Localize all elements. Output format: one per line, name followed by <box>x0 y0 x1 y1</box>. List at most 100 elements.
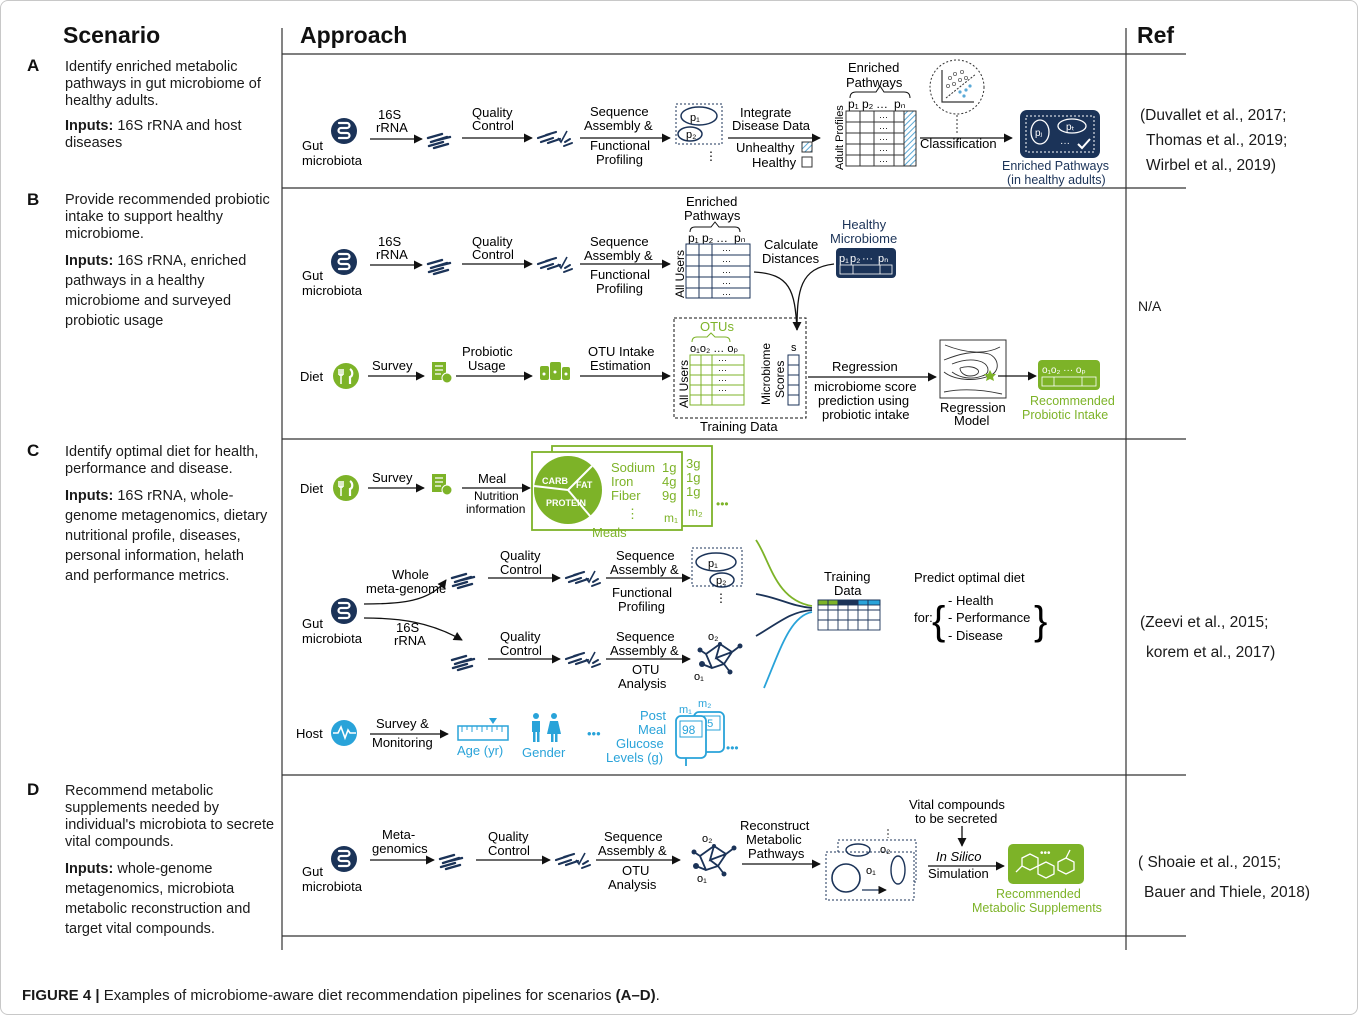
svg-text:microbiota: microbiota <box>302 631 363 646</box>
svg-text:Analysis: Analysis <box>618 676 667 691</box>
svg-text:Model: Model <box>954 413 990 428</box>
svg-text:Pathways: Pathways <box>684 208 741 223</box>
table-grid <box>281 28 1186 950</box>
svg-text:Recommended: Recommended <box>996 887 1081 901</box>
svg-text:…: … <box>876 97 888 111</box>
svg-text:microbiota: microbiota <box>302 153 363 168</box>
svg-text:1g: 1g <box>662 460 676 475</box>
row-c-pipeline: Diet Survey Meal Nutrition information C… <box>296 445 1047 766</box>
svg-text:Sequence: Sequence <box>590 234 649 249</box>
svg-text:p₁: p₁ <box>688 231 699 245</box>
svg-text:16S: 16S <box>396 620 419 635</box>
svg-text:p₂: p₂ <box>686 129 696 141</box>
svg-text:Assembly &: Assembly & <box>610 562 679 577</box>
svg-text:Gut: Gut <box>302 268 323 283</box>
svg-text:pₙ: pₙ <box>878 253 889 265</box>
svg-text:Gender: Gender <box>522 745 566 760</box>
svg-text:98: 98 <box>682 723 696 737</box>
svg-text:1g: 1g <box>686 484 700 499</box>
svg-text:microbiota: microbiota <box>302 283 363 298</box>
svg-text:p₁: p₁ <box>690 112 700 124</box>
svg-text:o₁: o₁ <box>694 671 704 683</box>
scenario-b-text: Provide recommended probiotic intake to … <box>65 192 270 242</box>
svg-text:Data: Data <box>834 583 862 598</box>
svg-text:rRNA: rRNA <box>394 633 426 648</box>
svg-text:···: ··· <box>879 156 888 166</box>
row-letter-a: A <box>27 56 40 75</box>
caption-label: FIGURE 4 | <box>22 987 100 1004</box>
header-scenario: Scenario <box>63 22 161 48</box>
svg-text:Healthy: Healthy <box>752 155 797 170</box>
svg-text:Training Data: Training Data <box>700 419 778 434</box>
svg-text:Regression: Regression <box>940 400 1006 415</box>
scenario-d: Recommend metabolic supplements needed b… <box>65 783 275 939</box>
svg-text:Adult Profiles: Adult Profiles <box>834 105 846 170</box>
row-d-pipeline: Gut microbiota Meta- genomics Quality Co… <box>302 797 1102 915</box>
svg-text:Training: Training <box>824 569 870 584</box>
svg-text:Control: Control <box>488 843 530 858</box>
svg-text:Gut: Gut <box>302 616 323 631</box>
svg-text:Glucose: Glucose <box>616 736 664 751</box>
svg-text:Predict optimal diet: Predict optimal diet <box>914 570 1025 585</box>
svg-text:to be secreted: to be secreted <box>915 811 997 826</box>
svg-text:Microbiome: Microbiome <box>759 343 773 405</box>
svg-text:•••: ••• <box>726 741 739 755</box>
svg-text:Metabolic Supplements: Metabolic Supplements <box>972 901 1102 915</box>
caption-text: Examples of microbiome-aware diet recomm… <box>99 987 616 1004</box>
svg-text:Disease Data: Disease Data <box>732 118 811 133</box>
svg-text:Gut: Gut <box>302 138 323 153</box>
svg-text:4g: 4g <box>662 474 676 489</box>
svg-text:genomics: genomics <box>372 841 428 856</box>
svg-text:(in healthy adults): (in healthy adults) <box>1007 173 1106 187</box>
svg-text:1g: 1g <box>686 470 700 485</box>
ref-line: (Zeevi et al., 2015; <box>1140 614 1269 631</box>
svg-text:}: } <box>1034 599 1047 643</box>
svg-text:Diet: Diet <box>300 481 324 496</box>
svg-text:o₁o₂ ··· oₚ: o₁o₂ ··· oₚ <box>1042 365 1086 376</box>
svg-text:Fiber: Fiber <box>611 488 641 503</box>
scenario-c-inputs: Inputs: 16S rRNA, whole-genome metagenom… <box>65 488 268 584</box>
svg-text:Enriched: Enriched <box>686 194 737 209</box>
svg-text:- Performance: - Performance <box>948 610 1030 625</box>
svg-text:Sequence: Sequence <box>590 104 649 119</box>
svg-text:Scores: Scores <box>773 361 787 398</box>
svg-text:CARB: CARB <box>542 476 568 486</box>
svg-text:Classification: Classification <box>920 136 997 151</box>
svg-text:Control: Control <box>500 562 542 577</box>
row-a-pipeline: Gut microbiota 16S rRNA Quality Control … <box>302 59 1109 187</box>
scenario-b: Provide recommended probiotic intake to … <box>65 192 275 331</box>
svg-text:Profiling: Profiling <box>618 599 665 614</box>
svg-text:Estimation: Estimation <box>590 358 651 373</box>
svg-text:···: ··· <box>722 256 731 266</box>
svg-text:Meal: Meal <box>638 722 666 737</box>
svg-text:- Health: - Health <box>948 593 994 608</box>
svg-text:All Users: All Users <box>673 250 687 298</box>
row-b-pipeline: Gut microbiota 16S rRNA Quality Control … <box>300 194 1115 434</box>
svg-text:PROTEIN: PROTEIN <box>546 498 586 508</box>
svg-text:Host: Host <box>296 726 323 741</box>
svg-text:microbiota: microbiota <box>302 879 363 894</box>
svg-text:Sequence: Sequence <box>604 829 663 844</box>
svg-text:- Disease: - Disease <box>948 628 1003 643</box>
svg-text:•••: ••• <box>587 726 601 741</box>
svg-text:Control: Control <box>472 247 514 262</box>
svg-text:Levels (g): Levels (g) <box>606 750 663 765</box>
svg-text:OTU: OTU <box>632 662 659 677</box>
refs-d: ( Shoaie et al., 2015; Bauer and Thiele,… <box>1138 848 1310 908</box>
ref-line: Thomas et al., 2019; <box>1146 132 1288 149</box>
svg-text:Control: Control <box>500 643 542 658</box>
ref-line: Bauer and Thiele, 2018) <box>1144 884 1311 901</box>
svg-text:o₁o₂ … oₚ: o₁o₂ … oₚ <box>690 343 738 355</box>
svg-text:p₂: p₂ <box>862 97 874 111</box>
svg-text:Control: Control <box>472 118 514 133</box>
svg-text:⋮: ⋮ <box>715 591 727 605</box>
svg-text:o₂: o₂ <box>702 833 712 845</box>
scenario-b-inputs: Inputs: 16S rRNA, enriched pathways in a… <box>65 253 247 329</box>
svg-text:All Users: All Users <box>677 360 691 408</box>
svg-text:information: information <box>466 502 525 516</box>
svg-text:p₁: p₁ <box>839 253 849 265</box>
svg-text:Assembly &: Assembly & <box>610 643 679 658</box>
svg-text:Survey: Survey <box>372 358 413 373</box>
scenario-a: Identify enriched metabolic pathways in … <box>65 59 275 152</box>
scenario-a-text: Identify enriched metabolic pathways in … <box>65 59 261 109</box>
